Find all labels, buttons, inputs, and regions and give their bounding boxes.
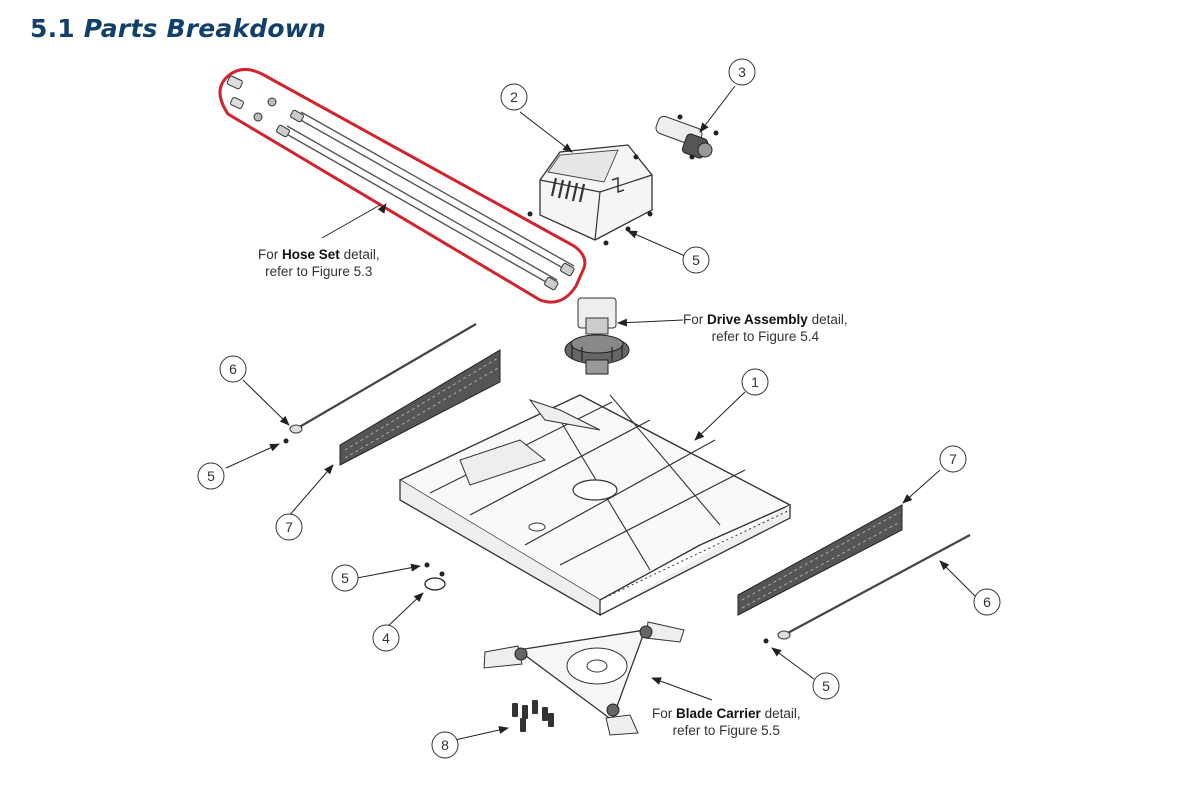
deck-frame[interactable]	[398, 394, 792, 617]
callout-number-8: 8	[441, 737, 449, 753]
plate[interactable]	[424, 577, 446, 591]
callout-number-5: 5	[692, 252, 700, 268]
note-blade-carrier: For Blade Carrier detail, refer to Figur…	[652, 706, 801, 738]
callout-circle-7	[939, 445, 967, 473]
chain-right[interactable]	[737, 504, 903, 616]
callout-number-5: 5	[341, 570, 349, 586]
chain-left[interactable]	[339, 349, 501, 466]
callout-circle-5	[682, 246, 710, 274]
callout-number-4: 4	[382, 630, 390, 646]
callout-circle-3	[728, 58, 756, 86]
callout-number-6: 6	[229, 361, 237, 377]
hose-set-highlight	[218, 68, 587, 304]
bolts-misc	[283, 438, 769, 644]
drive-assembly[interactable]	[564, 297, 630, 375]
motor[interactable]	[654, 115, 713, 159]
page-title: 5.1 Parts Breakdown	[30, 14, 326, 43]
note-hose-set: For Hose Set detail, refer to Figure 5.3	[258, 247, 380, 279]
callout-number-7: 7	[949, 451, 957, 467]
callout-circle-1	[741, 368, 769, 396]
callout-circle-6	[219, 355, 247, 383]
rod-left[interactable]	[289, 323, 477, 434]
note-blade-carrier-part: Blade Carrier	[676, 706, 761, 721]
callout-circle-4	[372, 624, 400, 652]
note-drive-assembly-part: Drive Assembly	[707, 312, 808, 327]
callout-circle-5	[197, 462, 225, 490]
callout-circle-8	[431, 731, 459, 759]
bolt-group[interactable]	[512, 700, 554, 732]
callout-circle-2	[500, 83, 528, 111]
rod-right[interactable]	[777, 534, 971, 640]
callout-circle-5	[812, 672, 840, 700]
callout-circle-6	[973, 588, 1001, 616]
callout-number-7: 7	[285, 519, 293, 535]
note-hose-set-part: Hose Set	[282, 247, 340, 262]
callout-circle-7	[275, 513, 303, 541]
hose-set[interactable]	[218, 68, 587, 304]
callouts: 1 2 3 4 5 6 7 8 5 5 5 6 7	[197, 58, 1001, 759]
callout-number-5: 5	[822, 678, 830, 694]
callout-number-6: 6	[983, 594, 991, 610]
section-number: 5.1	[30, 14, 75, 43]
blade-carrier[interactable]	[483, 621, 685, 736]
bolts-cover	[527, 114, 719, 246]
callout-circle-5	[331, 564, 359, 592]
cover[interactable]	[539, 144, 653, 241]
section-title: Parts Breakdown	[83, 14, 327, 43]
callout-number-3: 3	[738, 64, 746, 80]
callout-number-5: 5	[207, 468, 215, 484]
note-drive-assembly: For Drive Assembly detail, refer to Figu…	[683, 312, 848, 344]
callout-number-2: 2	[510, 89, 518, 105]
callout-number-1: 1	[751, 374, 759, 390]
